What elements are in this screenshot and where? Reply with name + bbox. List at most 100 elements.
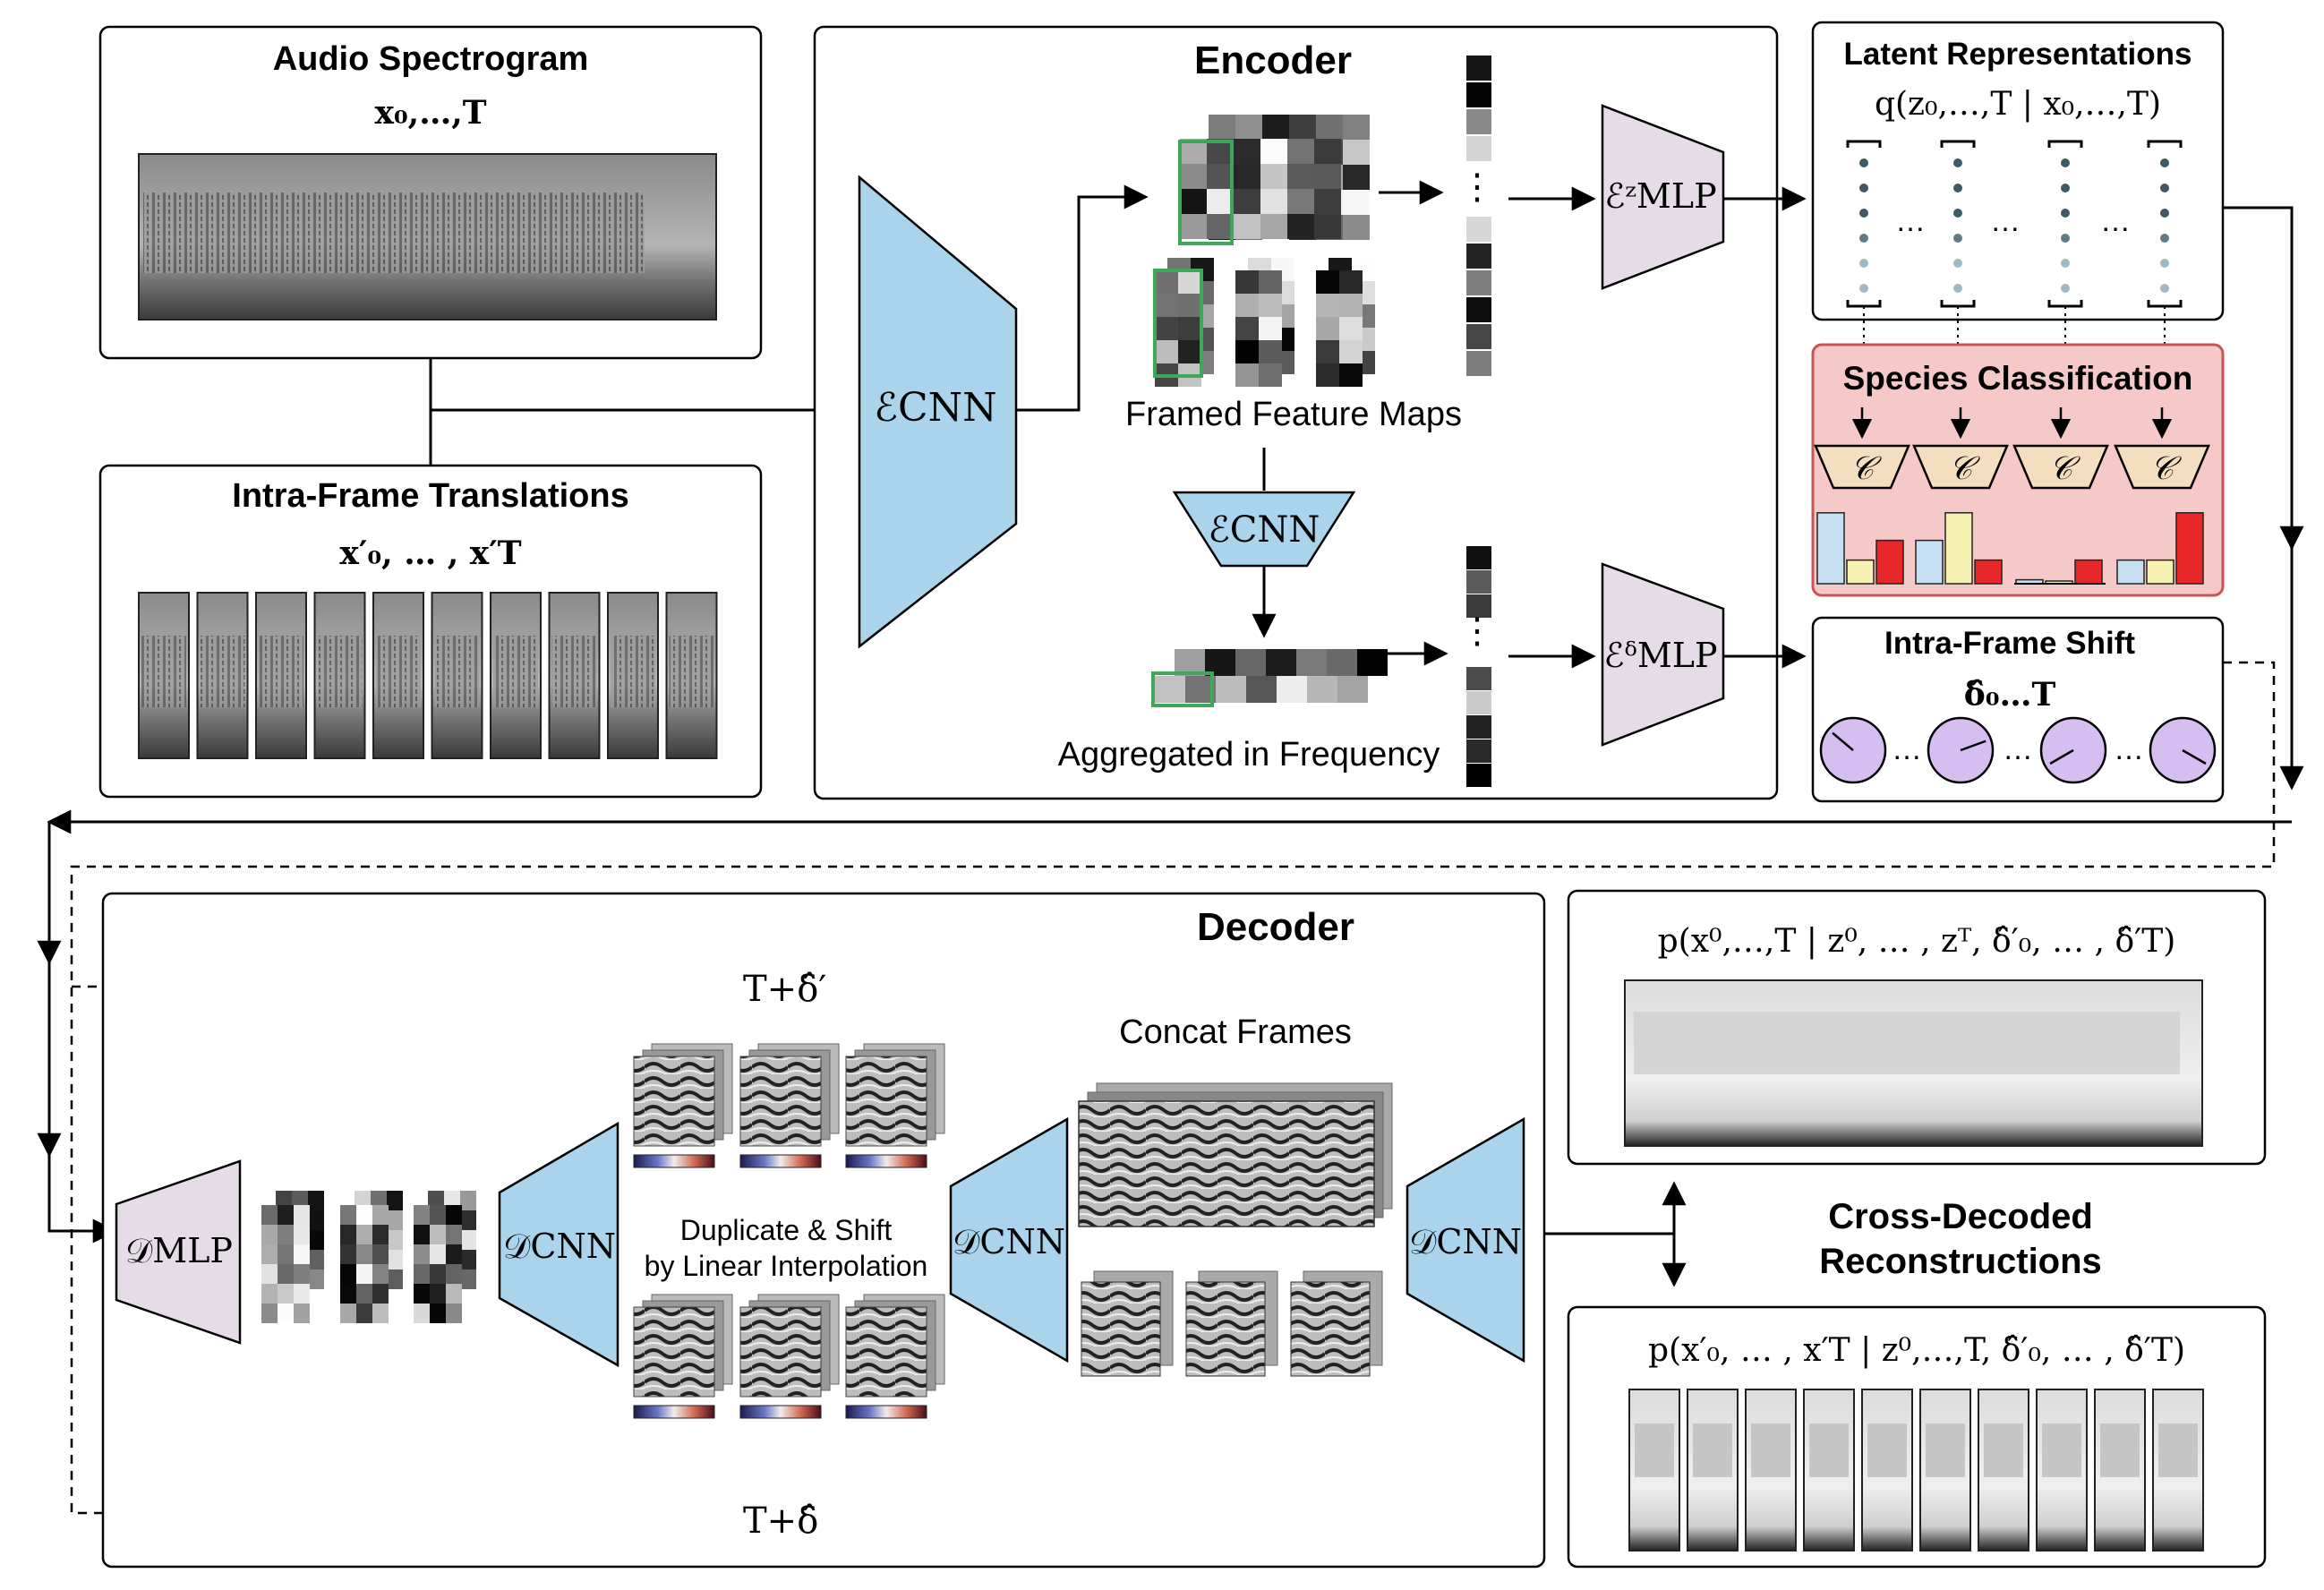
shift-dial: [1927, 716, 1995, 784]
class-prob-bar: [2074, 559, 2103, 585]
agg-front: [1155, 676, 1368, 703]
latent-dot: [2061, 284, 2070, 293]
translation-frame: [431, 592, 483, 759]
feature-slice: [1155, 270, 1201, 387]
audio-to-encoder-connector: [429, 358, 853, 466]
feature-vector-delta: [1466, 546, 1491, 787]
feature-slice: [1316, 270, 1363, 387]
latent-vector: [2047, 140, 2083, 407]
intra-frame-translations-panel: Intra-Frame Translations x′₀, … , x′T: [98, 464, 763, 799]
decoder-cnn-block-2: [949, 1116, 1069, 1363]
decoder-cnn-label-3: 𝒟CNN: [1409, 1222, 1522, 1261]
recon-frame: [1978, 1389, 2029, 1552]
shift-dial: [2039, 716, 2107, 784]
latent-to-right-arrow: [2223, 206, 2304, 551]
shifted-frame-stack: [633, 1043, 733, 1168]
shifted-frame-stack: [845, 1294, 945, 1419]
feature-vector-z: [1466, 56, 1491, 376]
translation-frames: [138, 592, 718, 759]
recon-bottom-expr: p(x′₀, … , x′T | z⁰,…,T, δ̂′₀, … , δ̂′T): [1648, 1332, 2185, 1369]
vector-cell: [1466, 244, 1491, 269]
latent-dot: [1953, 184, 1962, 192]
latent-vectors: [1846, 140, 2183, 407]
framed-feature-maps-label: Framed Feature Maps: [1125, 396, 1462, 433]
decoder-map: [414, 1205, 462, 1323]
recon-frame: [2094, 1389, 2146, 1552]
aggregated-feature-strip: [1151, 649, 1388, 707]
vector-cell: [1466, 691, 1491, 714]
recon-frame: [2152, 1389, 2204, 1552]
concat-small-frame: [1081, 1270, 1174, 1377]
species-title: Species Classification: [1843, 360, 2193, 397]
class-prob-bar: [2116, 559, 2145, 585]
audio-spectrogram-panel: Audio Spectrogram x₀,…,T: [98, 25, 763, 360]
shifted-frame-stack: [633, 1294, 733, 1419]
class-prob-bar: [1846, 559, 1875, 585]
classifier-head: [2012, 444, 2109, 490]
classifier: 𝒞: [2012, 407, 2109, 585]
cnn-to-feature-maps-arrow: [1016, 184, 1149, 412]
vector-cell: [1466, 270, 1491, 295]
vector-dots-delta: ⋮: [1459, 611, 1495, 651]
classifier-head: [2114, 444, 2210, 490]
vector-cell: [1466, 715, 1491, 739]
latent-dot: [2160, 259, 2169, 268]
aggregated-label: Aggregated in Frequency: [1058, 736, 1440, 774]
decoder-map: [340, 1205, 389, 1323]
concat-small-frame: [1290, 1270, 1383, 1377]
encoder-mlp-z-label: ℰᶻMLP: [1604, 176, 1716, 216]
feature-map-front: [1180, 139, 1341, 239]
encoder-mlp-delta-label: ℰᵟMLP: [1603, 636, 1717, 675]
t-delta-prime-label: T+δ̂′: [743, 969, 826, 1010]
t-delta-label: T+δ̂: [743, 1500, 818, 1542]
concat-small-frames: [1081, 1270, 1383, 1377]
concat-small-frame: [1185, 1270, 1278, 1377]
vector-dots-z: ⋮: [1459, 167, 1495, 207]
vector-cell: [1466, 136, 1491, 161]
colormap-bar: [633, 1405, 715, 1419]
vector-cell: [1466, 739, 1491, 763]
reconstruction-bottom-panel: p(x′₀, … , x′T | z⁰,…,T, δ̂′₀, … , δ̂′T): [1567, 1305, 2267, 1569]
classifier: 𝒞: [1814, 407, 1910, 585]
translation-frame: [548, 592, 601, 759]
latent-dot: [1859, 284, 1868, 293]
shift-dial: [1819, 716, 1887, 784]
decoder-panel: Decoder T+δ̂′ T+δ̂ 𝒟MLP 𝒟CNN Duplicate &…: [101, 892, 1546, 1569]
latent-dot: [2061, 259, 2070, 268]
encoder-cnn-block: [858, 175, 1018, 649]
encoder-mlp-z-block: [1601, 104, 1725, 290]
encoder-panel: Encoder ℰCNN Framed Feature Maps ⋮ ℰᶻMLP…: [813, 25, 1807, 800]
decoder-feature-maps: [261, 1191, 476, 1323]
decoder-cnn-block-1: [498, 1121, 619, 1368]
highlight-frame: [1178, 140, 1234, 245]
concat-frames-label: Concat Frames: [1119, 1013, 1352, 1051]
recon-frame: [1745, 1389, 1797, 1552]
encoder-title: Encoder: [1194, 38, 1352, 82]
latent-ellipsis-2: …: [1990, 204, 2021, 238]
cross-decoded-line2: Reconstructions: [1819, 1242, 2102, 1281]
recon-frame: [1919, 1389, 1971, 1552]
dial-hand: [2049, 748, 2074, 765]
encoder-cnn2-block: [1172, 491, 1356, 568]
latent-dot: [2160, 158, 2169, 167]
latent-ellipsis-1: …: [1895, 204, 1926, 238]
intra-frame-shift-panel: Intra-Frame Shift δ̂₀…T … … …: [1811, 616, 2225, 803]
shift-ellipsis-3: …: [2114, 732, 2144, 766]
shift-title: Intra-Frame Shift: [1884, 626, 2135, 661]
translation-frame: [255, 592, 307, 759]
dial-hand: [1832, 731, 1854, 751]
colormap-bar: [739, 1154, 822, 1168]
latent-dot: [1953, 284, 1962, 293]
encoder-mlp-delta-block: [1601, 562, 1725, 747]
latent-dot: [2160, 184, 2169, 192]
shift-dials: [1819, 716, 2217, 784]
latent-dot: [1953, 234, 1962, 243]
encoder-cnn2-label: ℰCNN: [1209, 509, 1320, 551]
colormap-bar: [633, 1154, 715, 1168]
colormap-bar: [845, 1405, 927, 1419]
colormap-bar: [845, 1154, 927, 1168]
shifted-frame: [739, 1306, 822, 1398]
recon-bottom-frames: [1628, 1389, 2204, 1552]
